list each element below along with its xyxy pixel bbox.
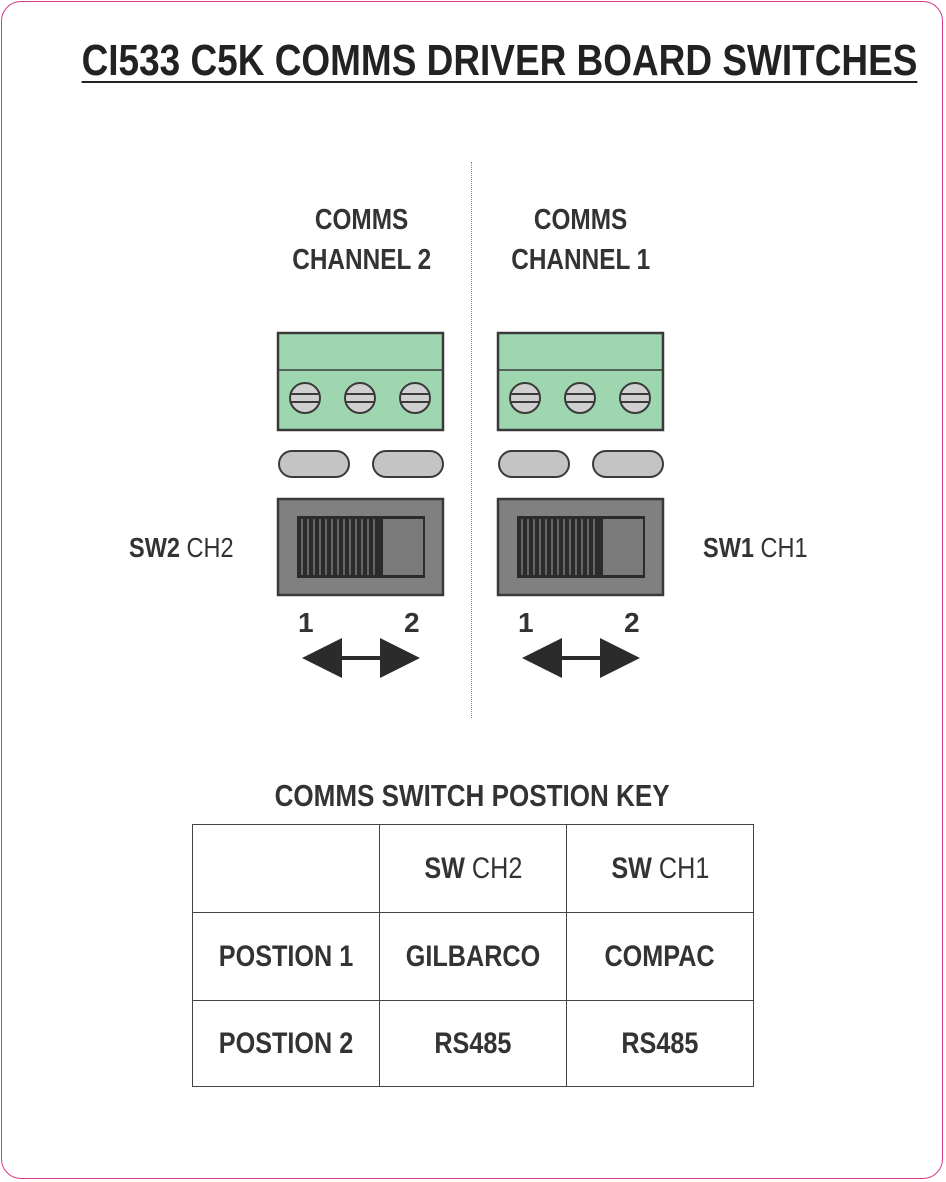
slide-switch-sw2[interactable] xyxy=(276,497,445,597)
header-sw-ch1: SW CH1 xyxy=(566,824,754,913)
sw2-position-2: 2 xyxy=(404,607,420,638)
sw1-label: SW1 CH1 xyxy=(703,532,827,564)
sw1-position-2: 2 xyxy=(624,607,640,638)
table-row: POSTION 1 GILBARCO COMPAC xyxy=(192,912,754,1001)
terminal-screw-ch1-c xyxy=(619,382,651,414)
slide-switch-sw1[interactable] xyxy=(496,497,665,597)
table-row: POSTION 2 RS485 RS485 xyxy=(192,1000,754,1087)
channel-2-line1: COMMS xyxy=(315,204,409,236)
cell-position-2-ch2: RS485 xyxy=(379,1000,567,1087)
sw2-position-1: 1 xyxy=(298,607,314,638)
channel-1-label: COMMS CHANNEL 1 xyxy=(471,200,691,280)
terminal-screw-ch2-c xyxy=(399,382,431,414)
terminal-screw-ch1-b xyxy=(564,382,596,414)
row-label-position-2: POSTION 2 xyxy=(192,1000,380,1087)
cell-position-1-ch2: GILBARCO xyxy=(379,912,567,1001)
sw2-label: SW2 CH2 xyxy=(129,532,253,564)
channel-1-line1: COMMS xyxy=(534,204,628,236)
terminal-block-ch1 xyxy=(496,331,665,432)
led-ch1-a xyxy=(498,450,570,478)
led-ch1-b xyxy=(592,450,664,478)
led-ch2-a xyxy=(278,450,350,478)
channel-2-label: COMMS CHANNEL 2 xyxy=(252,200,472,280)
key-title: COMMS SWITCH POSTION KEY xyxy=(274,778,670,813)
channel-2-line2: CHANNEL 2 xyxy=(292,244,432,276)
terminal-block-ch2 xyxy=(276,331,445,432)
terminal-screw-ch2-b xyxy=(344,382,376,414)
table-row: SW CH2 SW CH1 xyxy=(192,824,754,913)
sw2-label-bold: SW2 xyxy=(129,532,180,563)
cell-position-2-ch1: RS485 xyxy=(566,1000,754,1087)
table-corner-cell xyxy=(192,824,380,913)
led-ch2-b xyxy=(372,450,444,478)
row-label-position-1: POSTION 1 xyxy=(192,912,380,1001)
sw1-position-1: 1 xyxy=(518,607,534,638)
sw1-label-bold: SW1 xyxy=(703,532,754,563)
channel-divider xyxy=(471,162,472,718)
switch-knob-sw1[interactable] xyxy=(601,517,645,577)
sw1-label-rest: CH1 xyxy=(753,532,808,563)
terminal-screw-ch1-a xyxy=(509,382,541,414)
position-key-table: SW CH2 SW CH1 POSTION 1 GILBARCO COMPAC … xyxy=(192,824,754,1087)
cell-position-1-ch1: COMPAC xyxy=(566,912,754,1001)
switch-knob-sw2[interactable] xyxy=(381,517,425,577)
header-sw-ch2: SW CH2 xyxy=(379,824,567,913)
terminal-screw-ch2-a xyxy=(289,382,321,414)
sw2-label-rest: CH2 xyxy=(179,532,234,563)
channel-1-line2: CHANNEL 1 xyxy=(511,244,651,276)
page-title: CI533 C5K COMMS DRIVER BOARD SWITCHES xyxy=(81,36,918,85)
board-drawing xyxy=(276,331,665,678)
